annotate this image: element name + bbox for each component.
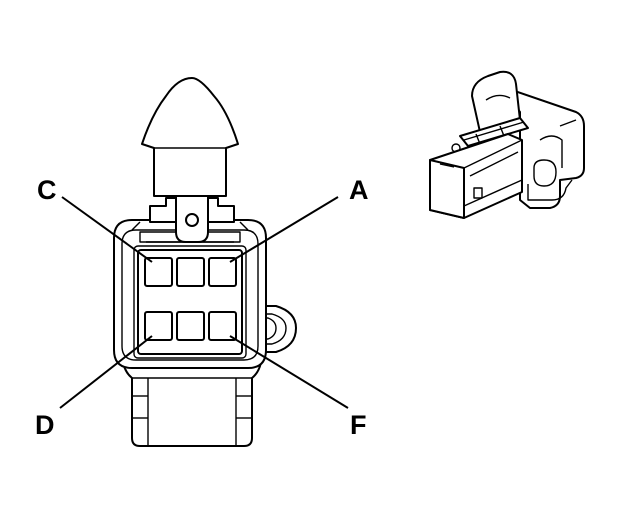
cavity-d — [144, 311, 173, 341]
pin-label-a: A — [349, 175, 369, 205]
connector-face-view: C A D F — [35, 77, 369, 447]
cavity-e — [176, 311, 205, 341]
leader-line-a — [229, 196, 339, 263]
connector-isometric-view — [429, 70, 585, 219]
release-tab — [141, 77, 239, 197]
cavity-f — [208, 311, 237, 341]
pin-label-f: F — [350, 410, 367, 440]
pin-label-d: D — [35, 410, 55, 440]
pin-label-c: C — [37, 175, 57, 205]
cavity-b — [176, 257, 205, 287]
cavity-a — [208, 257, 237, 287]
leader-line-c — [61, 196, 153, 263]
lock-collar — [149, 195, 235, 243]
leader-line-d — [59, 335, 153, 409]
leader-line-f — [229, 335, 349, 409]
cavity-c — [144, 257, 173, 287]
terminal-cavities — [144, 257, 237, 341]
